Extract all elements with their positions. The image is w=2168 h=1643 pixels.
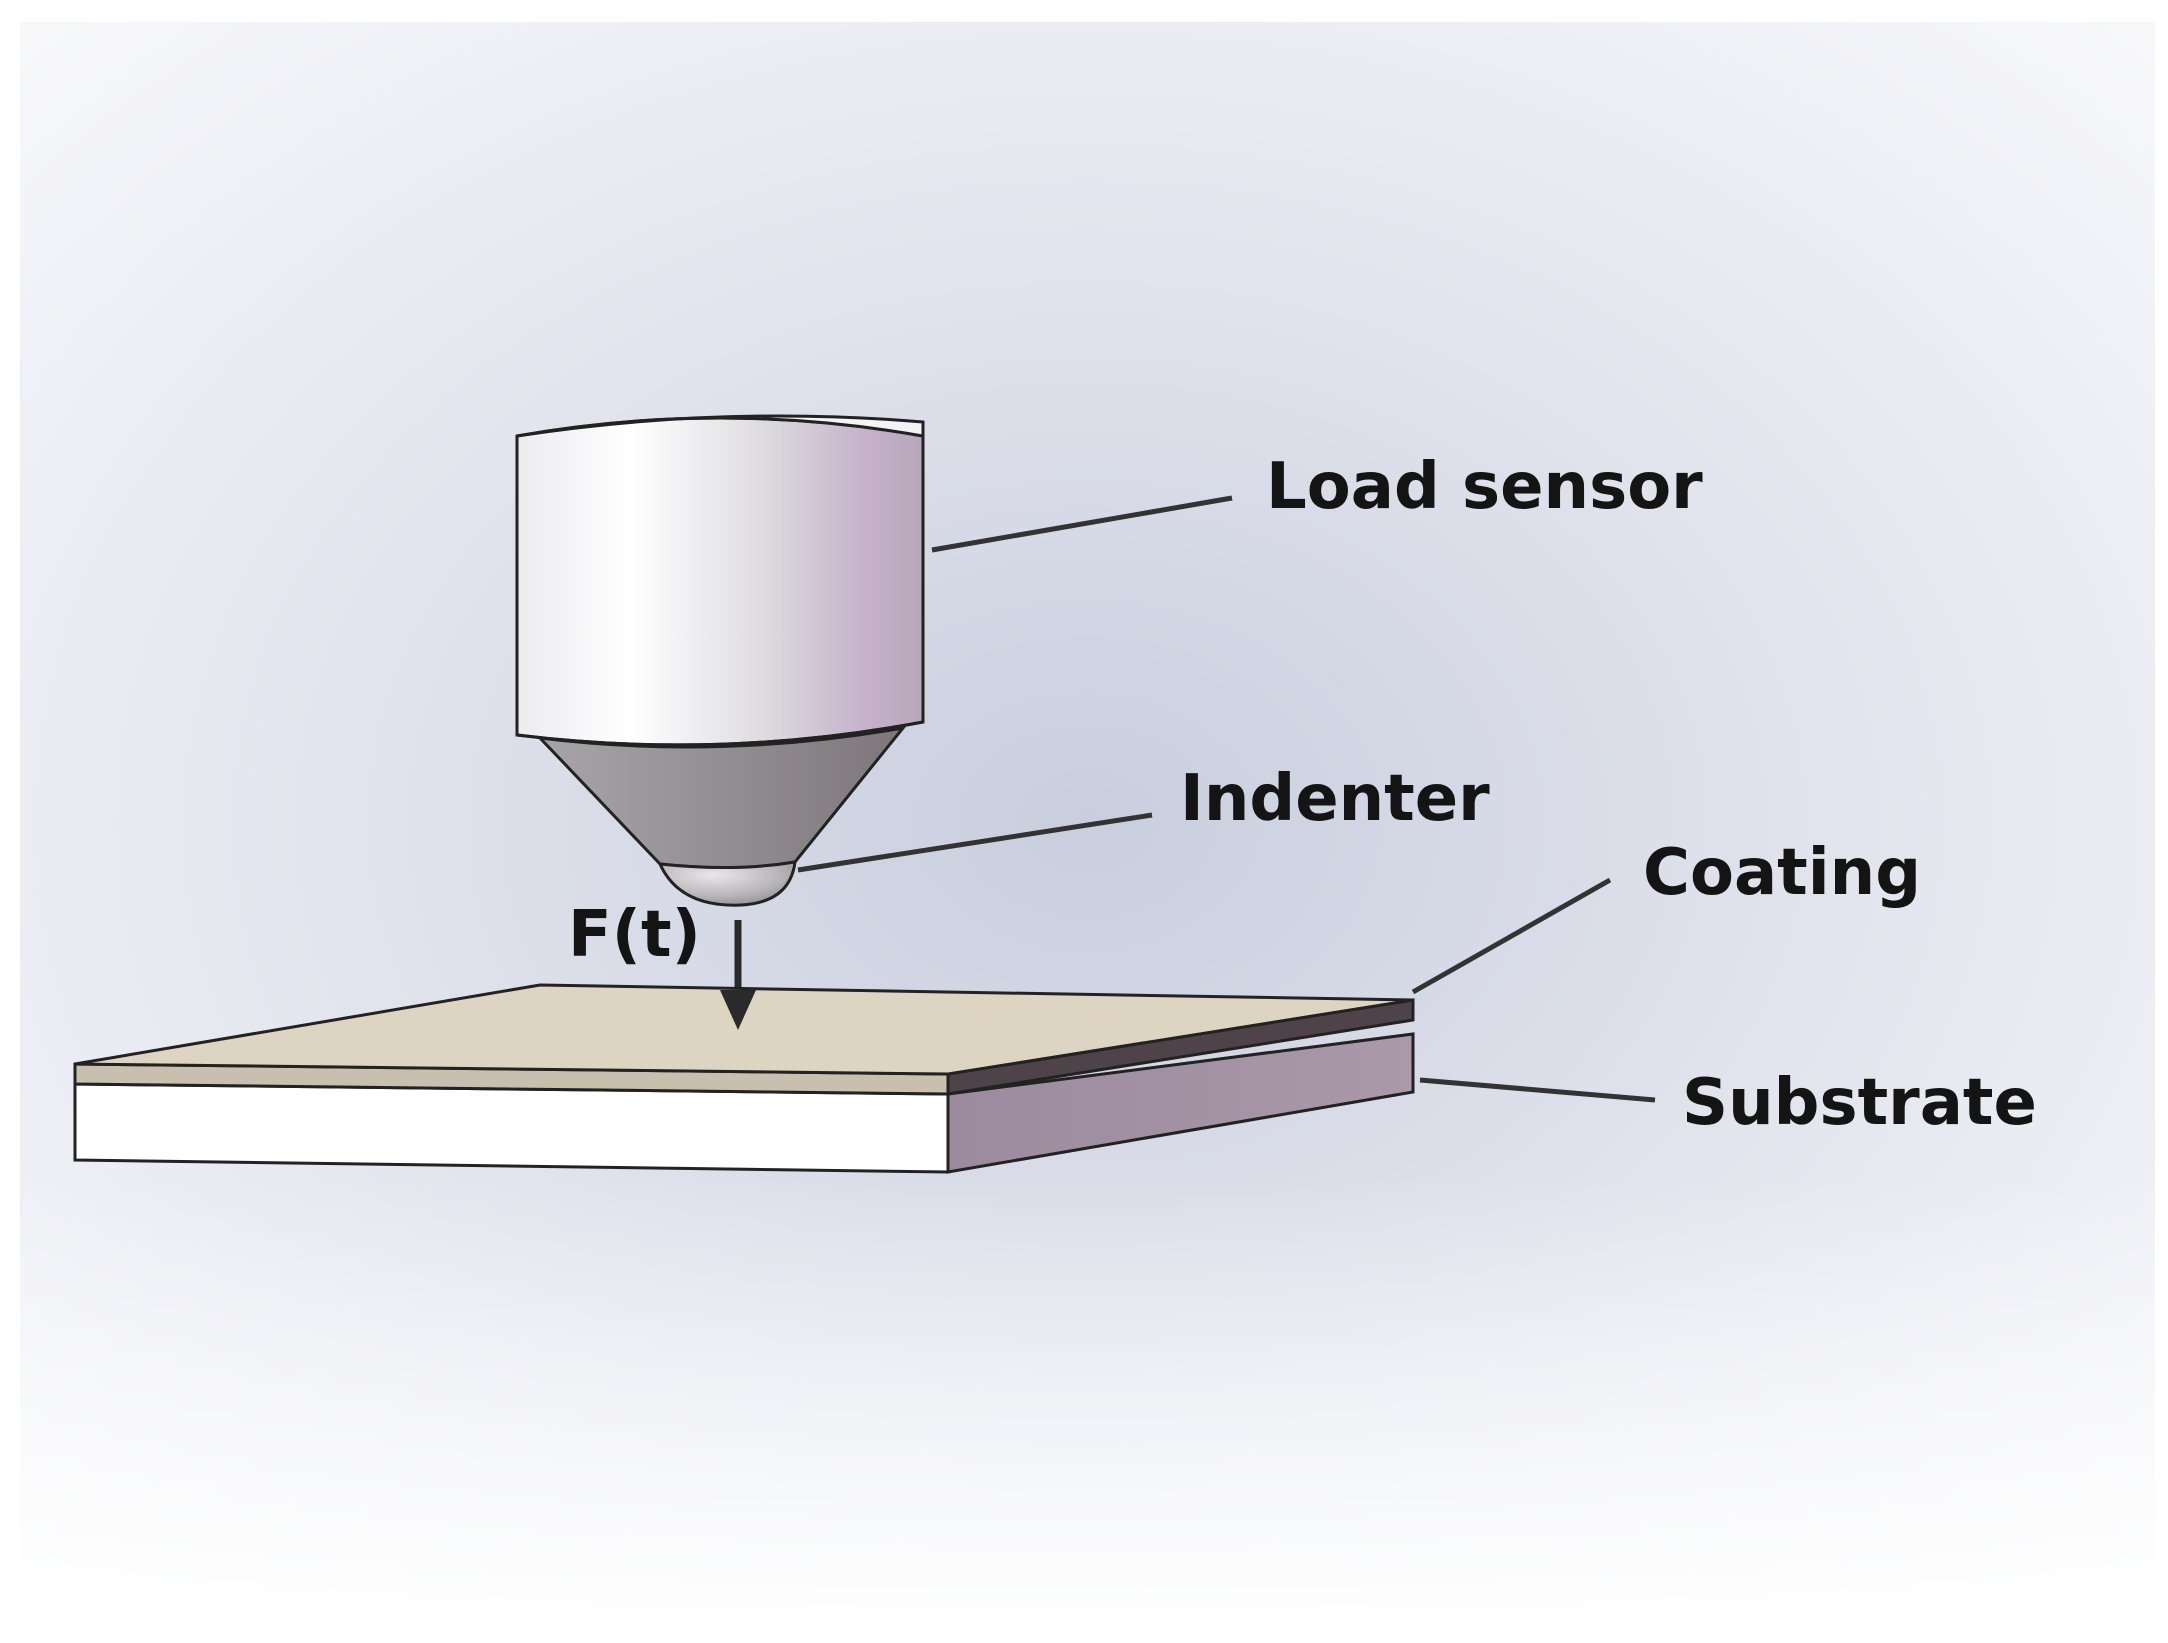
indenter-leader bbox=[797, 812, 1153, 873]
indenter-label: Indenter bbox=[1180, 762, 1490, 836]
load-sensor-leader bbox=[931, 495, 1233, 553]
substrate-front bbox=[73, 1082, 950, 1174]
load-sensor-body bbox=[515, 414, 925, 747]
substrate-side bbox=[946, 1032, 1415, 1174]
background-fade bbox=[20, 22, 2155, 1622]
coating-label: Coating bbox=[1643, 836, 1921, 910]
cylinder-top bbox=[516, 414, 925, 438]
coating-top bbox=[74, 983, 1414, 1076]
substrate-leader bbox=[1419, 1077, 1656, 1103]
cylinder-side bbox=[515, 416, 925, 747]
indenter-tip bbox=[657, 860, 797, 907]
coating-leader bbox=[1411, 877, 1612, 995]
load-sensor-label: Load sensor bbox=[1266, 450, 1703, 524]
force-arrow-head bbox=[720, 990, 756, 1030]
sample bbox=[73, 983, 1415, 1174]
substrate-label: Substrate bbox=[1682, 1066, 2037, 1140]
force-label: F(t) bbox=[568, 898, 701, 972]
